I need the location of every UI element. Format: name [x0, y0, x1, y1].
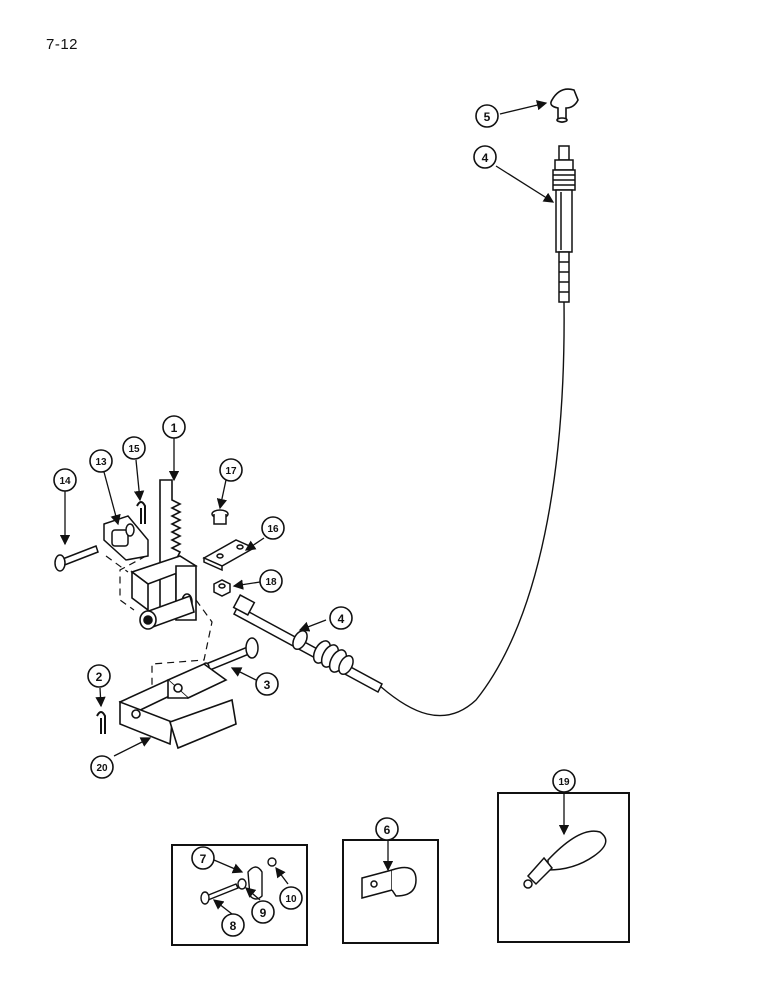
svg-text:20: 20 [96, 763, 108, 774]
screw [211, 509, 229, 525]
callout-13: 13 [89, 449, 113, 473]
callout-15: 15 [122, 436, 146, 460]
svg-text:9: 9 [260, 906, 267, 920]
callout-16: 16 [261, 516, 285, 540]
cable-lower-end [232, 594, 383, 694]
callout-1: 1 [162, 415, 186, 439]
alignment-lines [105, 555, 213, 690]
callout-3: 3 [255, 672, 279, 696]
cable-knob [550, 88, 579, 123]
callout-4-lower: 4 [329, 606, 353, 630]
callout-10: 10 [279, 886, 303, 910]
svg-text:8: 8 [230, 919, 237, 933]
svg-text:17: 17 [225, 466, 237, 477]
svg-text:6: 6 [384, 823, 391, 837]
clevis [103, 515, 149, 561]
svg-text:2: 2 [96, 670, 103, 684]
svg-text:19: 19 [558, 777, 570, 788]
callout-7: 7 [191, 846, 215, 870]
cable-upper-end [552, 145, 576, 303]
cotter-pin-upper [136, 501, 146, 524]
mounting-bracket [118, 663, 237, 750]
svg-text:14: 14 [59, 476, 71, 487]
svg-text:5: 5 [484, 110, 491, 124]
svg-text:10: 10 [285, 894, 297, 905]
clamp-plate [202, 539, 256, 572]
inset-strap [497, 792, 630, 943]
svg-text:7: 7 [200, 852, 207, 866]
control-cable [379, 301, 565, 717]
callout-9: 9 [251, 900, 275, 924]
svg-text:4: 4 [482, 151, 489, 165]
svg-text:1: 1 [171, 421, 178, 435]
callout-14: 14 [53, 468, 77, 492]
pivot-pin [202, 637, 259, 672]
page-number: 7-12 [46, 36, 79, 53]
callout-8: 8 [221, 913, 245, 937]
callout-5: 5 [475, 104, 499, 128]
leader-lines [59, 100, 570, 915]
clevis-pin [54, 545, 99, 572]
svg-text:15: 15 [128, 444, 140, 455]
cotter-pin-lower [96, 711, 106, 734]
inset-clamp [342, 839, 439, 944]
callouts: 5 4 4 1 17 15 13 14 16 18 3 2 20 7 8 9 1… [53, 104, 576, 937]
callout-17: 17 [219, 458, 243, 482]
svg-text:18: 18 [265, 577, 277, 588]
svg-text:16: 16 [267, 524, 279, 535]
svg-text:4: 4 [338, 612, 345, 626]
svg-text:3: 3 [264, 678, 271, 692]
callout-20: 20 [90, 755, 114, 779]
svg-text:13: 13 [95, 457, 107, 468]
callout-6: 6 [375, 817, 399, 841]
callout-19: 19 [552, 769, 576, 793]
lever-assembly [130, 479, 198, 630]
nut [213, 579, 231, 597]
callout-18: 18 [259, 569, 283, 593]
callout-2: 2 [87, 664, 111, 688]
callout-4-upper: 4 [473, 145, 497, 169]
